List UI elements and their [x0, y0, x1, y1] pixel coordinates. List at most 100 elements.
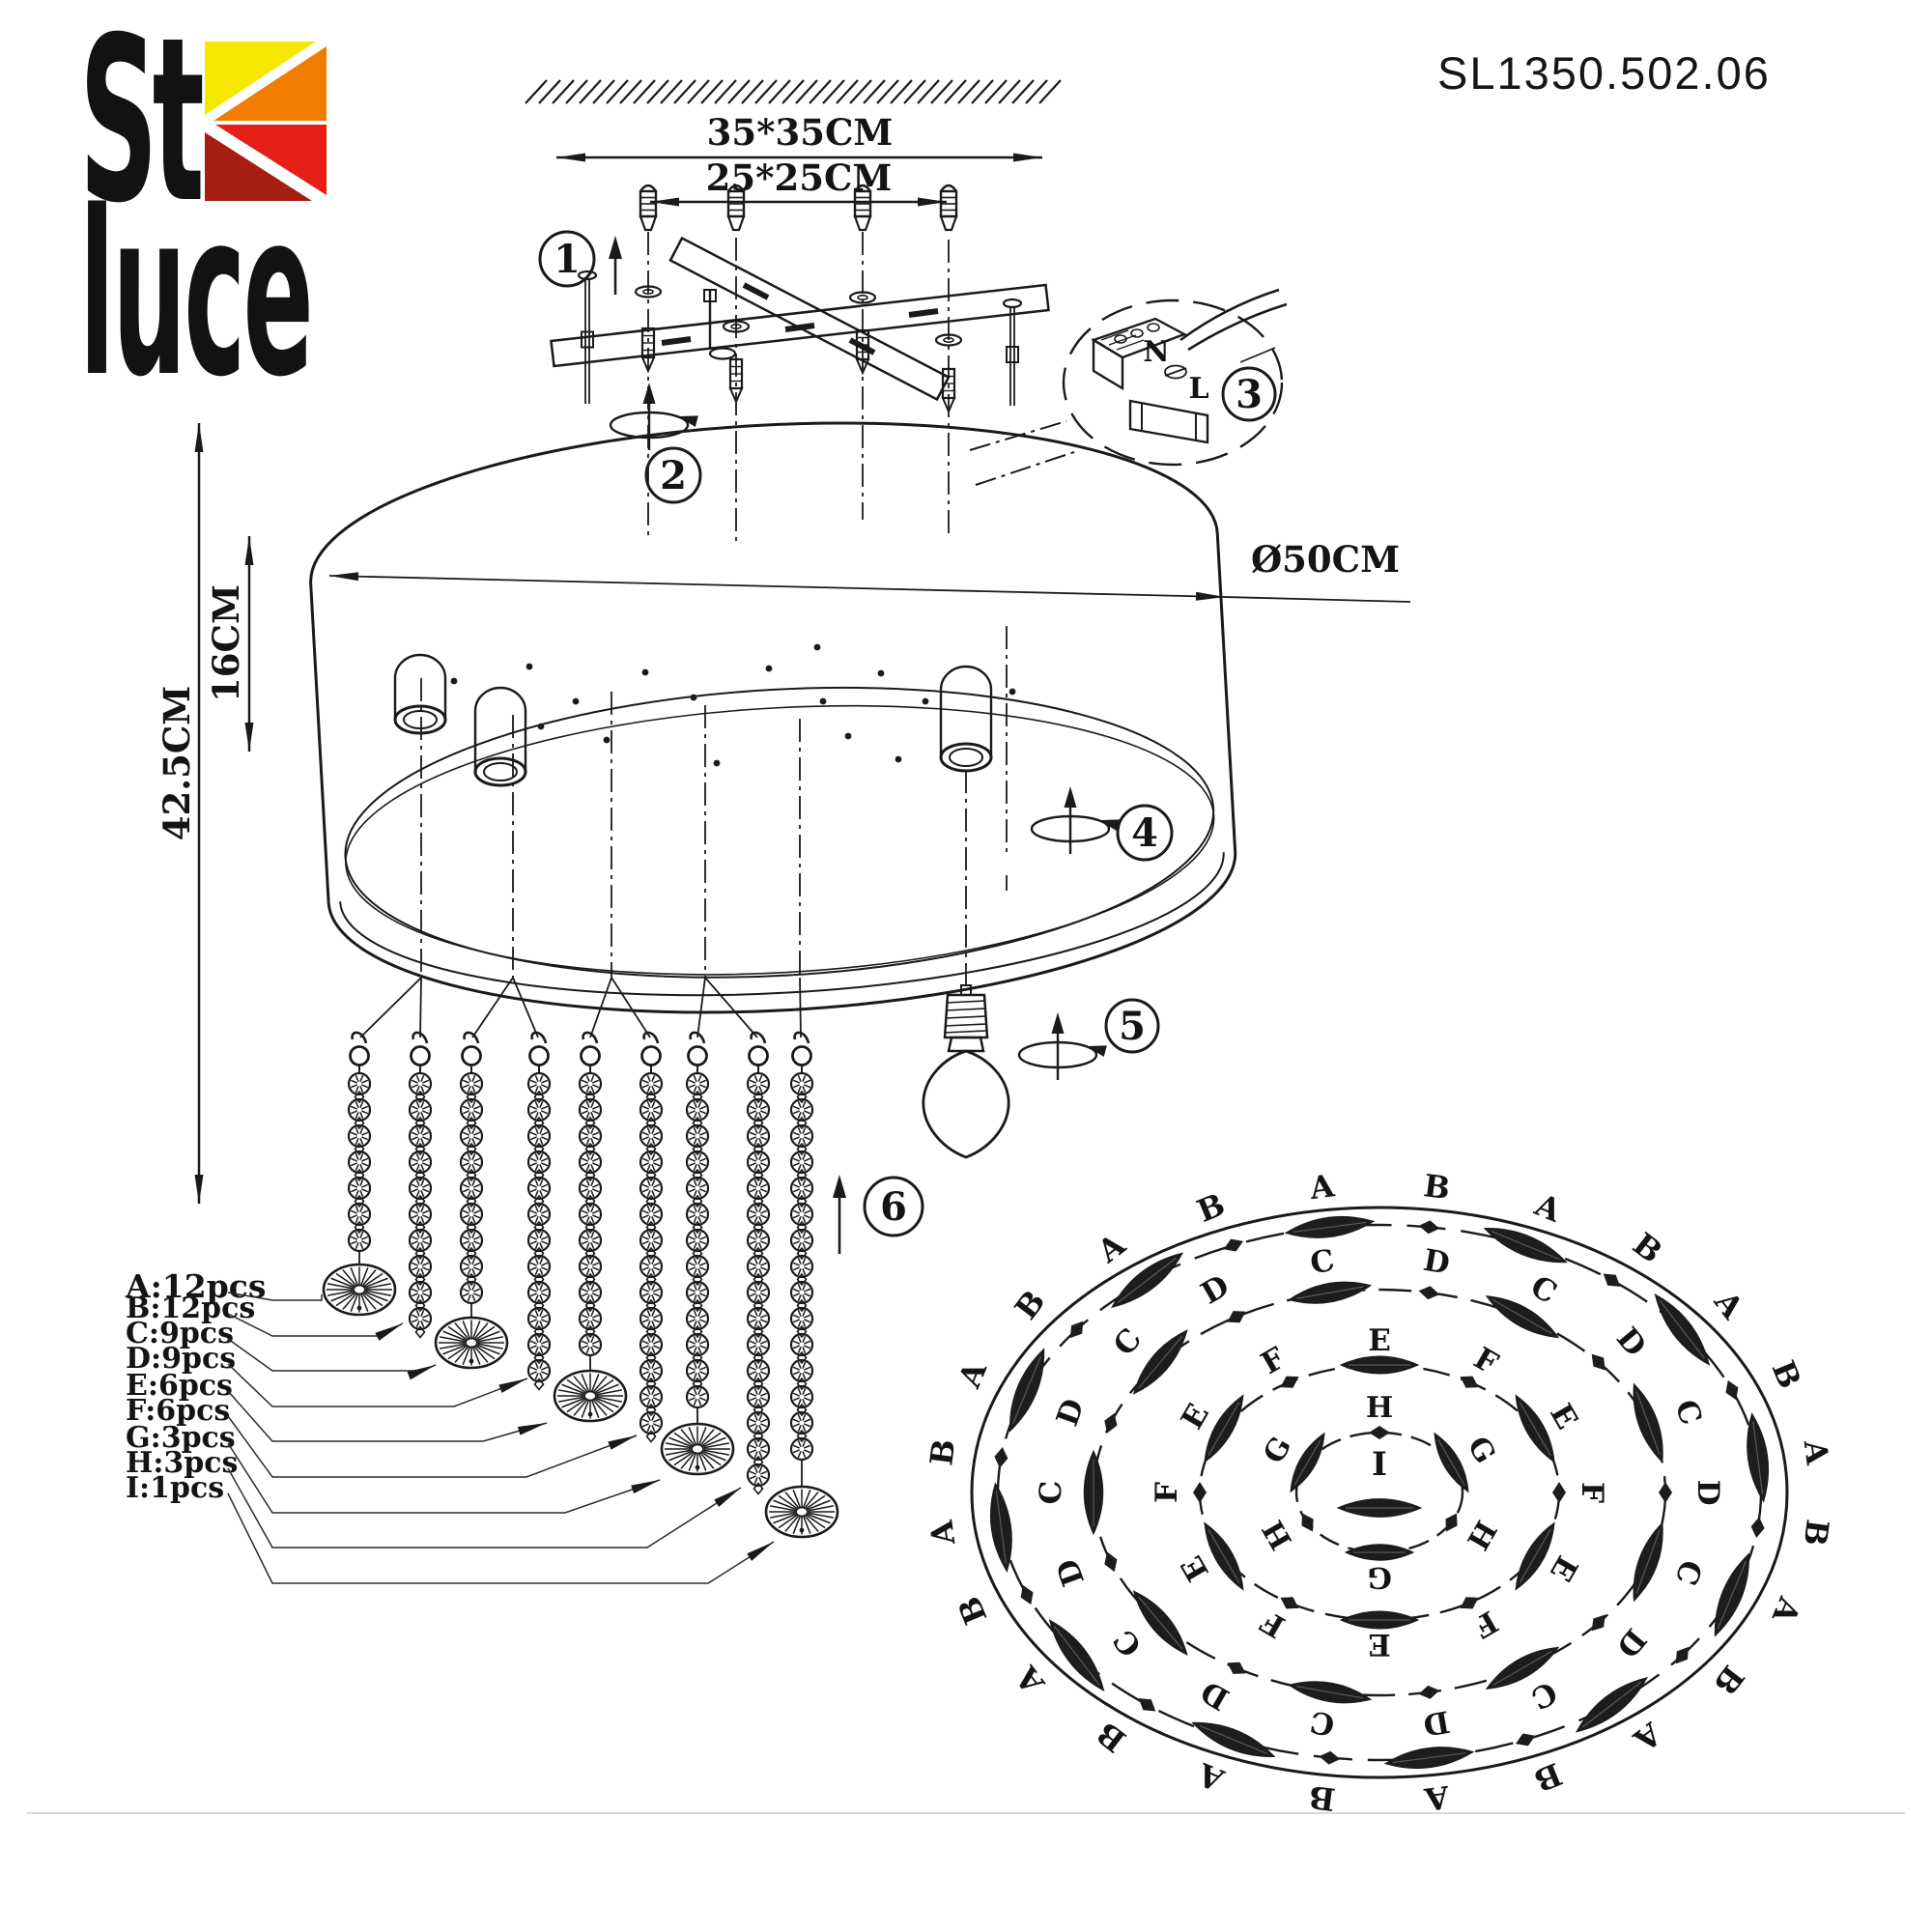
ceiling-hatch [525, 79, 1062, 104]
svg-text:G: G [1367, 1560, 1392, 1594]
drum-shade [309, 421, 1237, 1014]
svg-text:E: E [1368, 1627, 1391, 1662]
rotate-icons [609, 383, 1120, 1080]
dim-shade-height: 16CM [205, 584, 247, 702]
svg-text:C: C [1107, 1321, 1149, 1362]
part-i: I:1pcs [126, 1471, 224, 1505]
svg-text:E: E [1543, 1398, 1584, 1435]
svg-text:C: C [1667, 1395, 1708, 1430]
step-4: 4 [1131, 810, 1158, 856]
svg-text:F: F [1255, 1604, 1291, 1644]
dim-diameter: Ø50CM [1251, 538, 1400, 581]
svg-text:F: F [1255, 1341, 1291, 1381]
dim-mount-outer: 35*35CM [707, 111, 894, 154]
svg-text:H: H [1257, 1515, 1299, 1555]
svg-text:C: C [1524, 1269, 1562, 1312]
mount-dimensions: 35*35CM 25*25CM [556, 111, 1042, 204]
part-g: G:3pcs [126, 1421, 236, 1455]
svg-text:D: D [1050, 1394, 1092, 1431]
step-6: 6 [880, 1184, 907, 1230]
step-2: 2 [660, 453, 687, 498]
screws-and-washers [577, 270, 1023, 414]
svg-text:C: C [1308, 1243, 1338, 1282]
svg-text:A: A [1192, 1755, 1230, 1799]
svg-text:B: B [923, 1436, 962, 1467]
svg-text:F: F [1467, 1341, 1503, 1381]
svg-text:A: A [1008, 1659, 1053, 1702]
svg-text:E: E [1368, 1323, 1391, 1358]
svg-text:D: D [1195, 1673, 1235, 1717]
bulb [922, 984, 1010, 1159]
svg-text:A: A [1529, 1186, 1567, 1230]
svg-text:E: E [1175, 1398, 1216, 1435]
svg-text:D: D [1421, 1703, 1453, 1742]
svg-text:D: D [1195, 1268, 1235, 1312]
center-lines [420, 232, 1008, 987]
brand-word1: St [79, 29, 202, 253]
svg-text:B: B [1796, 1518, 1835, 1548]
lamp-sockets [393, 653, 993, 787]
direction-arrows [609, 236, 846, 1254]
svg-text:H: H [1366, 1391, 1393, 1425]
footer-rule [27, 1812, 1905, 1814]
model-number: SL1350.502.06 [1437, 47, 1771, 99]
brand-triangle-orange [213, 46, 327, 121]
svg-text:A: A [923, 1518, 962, 1548]
brand-wordmark: St luce [79, 29, 317, 406]
mounting-bracket [550, 236, 1050, 402]
brand-word2: luce [79, 163, 311, 406]
part-leader-lines [227, 1292, 775, 1584]
wire-neutral-label: N [1143, 335, 1169, 369]
svg-text:C: C [1034, 1481, 1068, 1505]
brand-color-mark [205, 42, 327, 201]
brand-triangle-darkred [205, 132, 312, 201]
svg-text:A: A [1090, 1226, 1133, 1271]
svg-text:A: A [1307, 1167, 1338, 1207]
step-5: 5 [1119, 1004, 1146, 1049]
part-c: C:9pcs [126, 1317, 234, 1350]
part-f: F:6pcs [126, 1394, 230, 1428]
svg-text:E: E [1175, 1549, 1216, 1586]
svg-text:B: B [1307, 1778, 1338, 1818]
svg-text:A: A [1765, 1591, 1808, 1629]
brand-triangle-yellow [205, 42, 316, 115]
svg-text:D: D [1050, 1554, 1092, 1591]
svg-text:I: I [1372, 1445, 1387, 1484]
svg-text:D: D [1609, 1622, 1653, 1664]
dimension-arrowheads [194, 153, 1225, 1204]
step-1: 1 [554, 237, 581, 282]
svg-text:H: H [1460, 1515, 1502, 1555]
svg-text:G: G [1257, 1431, 1298, 1469]
svg-text:G: G [1461, 1431, 1502, 1469]
svg-text:D: D [1690, 1480, 1725, 1506]
svg-text:C: C [1667, 1555, 1708, 1590]
part-h: H:3pcs [126, 1446, 238, 1480]
svg-text:B: B [1090, 1715, 1133, 1760]
plate-holes [450, 643, 1016, 767]
brand-logo: St luce [79, 29, 327, 406]
part-a: A:12pcs [125, 1267, 266, 1305]
svg-text:A: A [1422, 1778, 1453, 1818]
svg-text:A: A [1797, 1437, 1836, 1468]
parts-list: A:12pcs B:12pcs C:9pcs D:9pcs E:6pcs F:6… [125, 1267, 266, 1505]
svg-text:F: F [1150, 1482, 1184, 1503]
svg-text:B: B [1765, 1355, 1808, 1394]
wiring-detail: N L [969, 288, 1288, 486]
svg-text:A: A [1707, 1284, 1752, 1327]
step-3: 3 [1236, 372, 1263, 417]
dim-mount-inner: 25*25CM [706, 156, 893, 199]
svg-text:D: D [1609, 1321, 1653, 1364]
svg-text:B: B [951, 1591, 994, 1630]
svg-text:F: F [1575, 1482, 1609, 1503]
svg-text:C: C [1308, 1703, 1338, 1742]
svg-text:A: A [951, 1355, 994, 1393]
diameter-dimension: Ø50CM [328, 538, 1411, 603]
svg-text:B: B [1192, 1186, 1231, 1230]
svg-text:B: B [1422, 1167, 1453, 1207]
crystal-strands [322, 1031, 839, 1539]
dim-total-height: 42.5CM [156, 686, 198, 841]
svg-text:B: B [1706, 1659, 1751, 1702]
step-markers: 1 2 3 4 5 6 [538, 230, 1277, 1237]
